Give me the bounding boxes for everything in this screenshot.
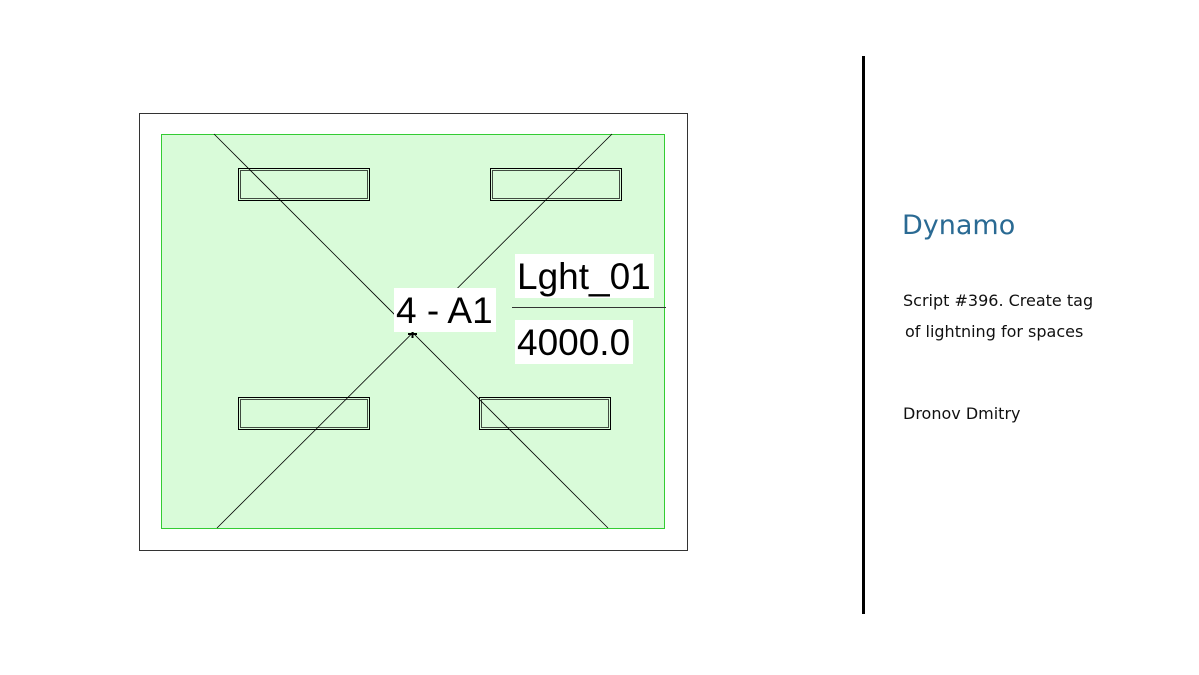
description: Script #396. Create tag of lightning for… bbox=[903, 285, 1093, 347]
light-fixture bbox=[479, 397, 611, 430]
vertical-divider bbox=[862, 56, 865, 614]
description-line: Script #396. Create tag bbox=[903, 291, 1094, 310]
light-tag-value: 4000.0 bbox=[515, 320, 634, 364]
light-fixture bbox=[490, 168, 622, 201]
title: Dynamo bbox=[902, 210, 1016, 241]
light-fixture bbox=[238, 168, 370, 201]
author: Dronov Dmitry bbox=[903, 404, 1021, 423]
room-tag: 4 - A1 bbox=[394, 288, 496, 332]
light-fixture bbox=[238, 397, 370, 430]
light-tag-name: Lght_01 bbox=[515, 254, 654, 298]
description-line: of lightning for spaces bbox=[905, 322, 1084, 341]
